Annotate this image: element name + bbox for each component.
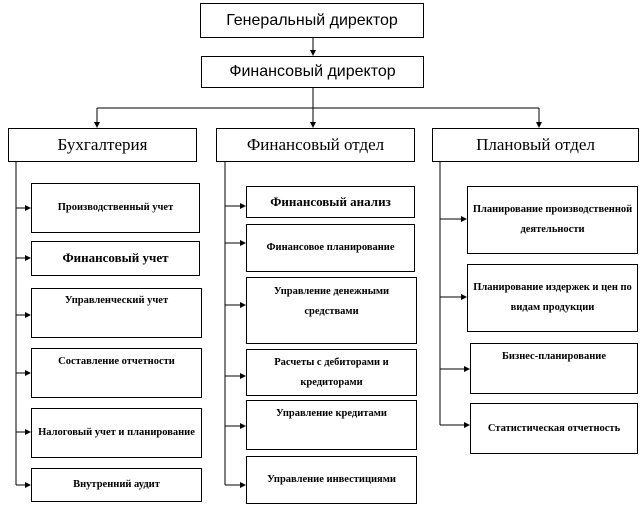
unit-plan-4-label: Статистическая отчетность [487, 422, 621, 434]
unit-plan-1-label: Планирование производственной деятельнос… [472, 204, 633, 235]
unit-fin-5-label: Управление кредитами [276, 408, 387, 419]
unit-plan-3: Бизнес-планирование [470, 343, 638, 394]
dept-finance: Финансовый отдел [216, 128, 415, 162]
dept-accounting-label: Бухгалтерия [57, 135, 148, 154]
unit-fin-6: Управление инвестициями [246, 456, 417, 504]
unit-plan-3-label: Бизнес-планирование [501, 351, 606, 362]
unit-acc-4-label: Составление отчетности [58, 356, 175, 367]
dept-planning-label: Плановый отдел [476, 135, 595, 154]
general-director-label: Генеральный директор [226, 11, 398, 29]
unit-acc-6: Внутренний аудит [31, 468, 202, 502]
unit-fin-5: Управление кредитами [246, 400, 417, 450]
unit-plan-1: Планирование производственной деятельнос… [467, 186, 638, 254]
financial-director-box: Финансовый директор [201, 56, 424, 88]
unit-acc-5: Налоговый учет и планирование [31, 408, 202, 458]
unit-fin-3: Управление денежными средствами [246, 277, 417, 344]
unit-plan-2-label: Планирование издержек и цен по видам про… [473, 282, 632, 313]
unit-plan-4: Статистическая отчетность [470, 403, 638, 454]
unit-fin-2: Финансовое планирование [246, 224, 415, 272]
unit-acc-4: Составление отчетности [31, 348, 202, 398]
unit-fin-3-label: Управление денежными средствами [273, 286, 390, 317]
unit-fin-6-label: Управление инвестициями [267, 474, 396, 486]
unit-acc-2: Финансовый учет [31, 241, 200, 276]
unit-acc-1: Производственный учет [31, 183, 200, 233]
unit-plan-2: Планирование издержек и цен по видам про… [467, 264, 638, 332]
unit-fin-2-label: Финансовое планирование [266, 242, 395, 254]
unit-acc-3: Управленческий учет [31, 288, 202, 338]
unit-acc-6-label: Внутренний аудит [73, 479, 160, 491]
dept-finance-label: Финансовый отдел [246, 135, 385, 154]
unit-acc-5-label: Налоговый учет и планирование [38, 427, 195, 439]
dept-accounting: Бухгалтерия [8, 128, 197, 162]
unit-acc-1-label: Производственный учет [57, 202, 174, 214]
unit-acc-2-label: Финансовый учет [62, 250, 169, 266]
general-director-box: Генеральный директор [200, 3, 424, 38]
unit-fin-4-label: Расчеты с дебиторами и кредиторами [274, 356, 389, 388]
unit-acc-3-label: Управленческий учет [64, 295, 169, 306]
dept-planning: Плановый отдел [432, 128, 639, 162]
unit-fin-1-label: Финансовый анализ [270, 193, 391, 209]
unit-fin-1: Финансовый анализ [246, 186, 415, 218]
unit-fin-4: Расчеты с дебиторами и кредиторами [246, 349, 417, 396]
financial-director-label: Финансовый директор [229, 63, 396, 80]
